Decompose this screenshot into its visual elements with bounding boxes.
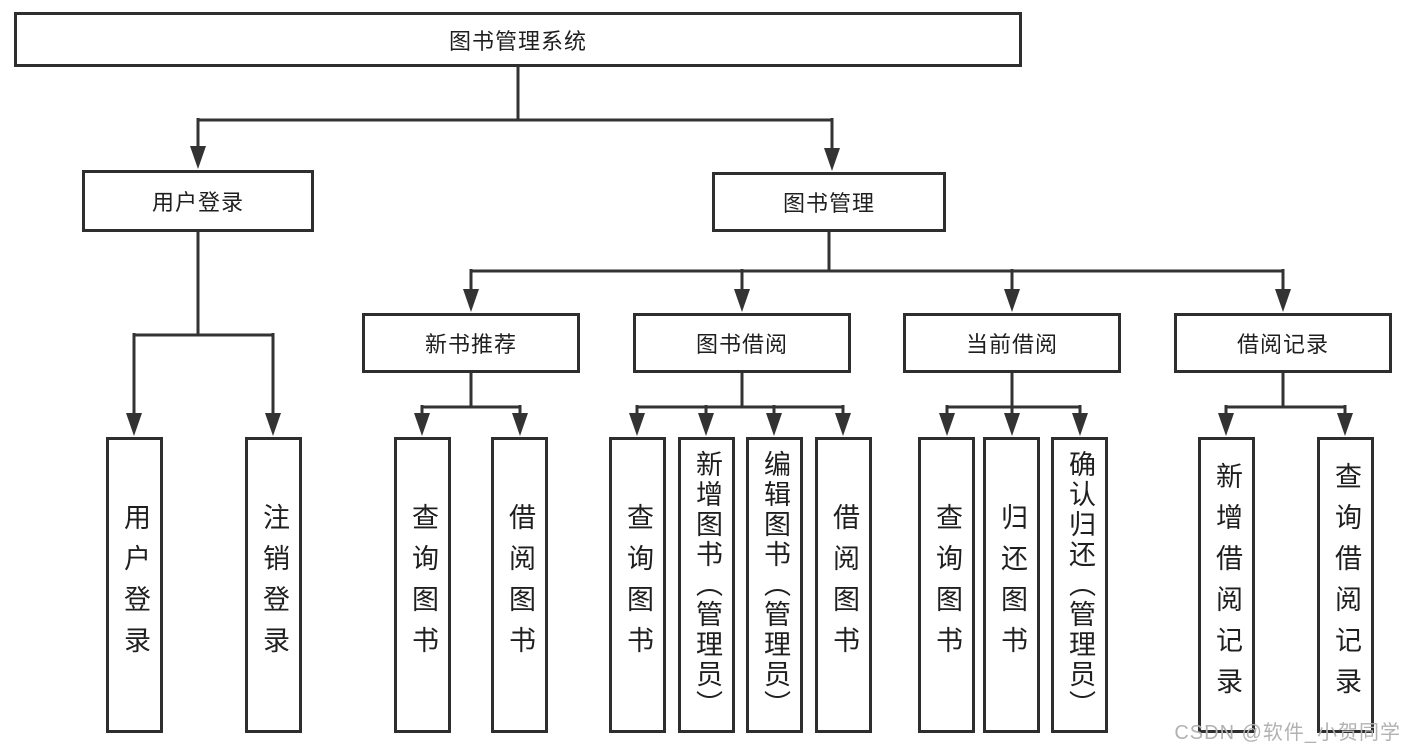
node-book-management: 图书管理 — [712, 172, 946, 232]
leaf-record-query: 查询借阅记录 — [1317, 437, 1374, 733]
leaf-record-add-label: 新增借阅记录 — [1212, 462, 1242, 708]
leaf-rec-borrow-book-label: 借阅图书 — [505, 503, 535, 667]
node-book-borrow: 图书借阅 — [633, 313, 851, 373]
node-new-book-rec-label: 新书推荐 — [424, 332, 517, 357]
node-user-login-label: 用户登录 — [151, 190, 244, 215]
leaf-rec-query-book-label: 查询图书 — [408, 503, 438, 667]
leaf-cur-query-book-label: 查询图书 — [932, 503, 962, 667]
node-current-borrow-label: 当前借阅 — [965, 332, 1058, 357]
leaf-record-add: 新增借阅记录 — [1198, 437, 1255, 733]
leaf-cur-return-book: 归还图书 — [983, 437, 1040, 733]
leaf-user-login: 用户登录 — [106, 437, 163, 733]
node-user-login: 用户登录 — [82, 170, 314, 232]
leaf-cur-confirm-return-label: 确认归还（管理员） — [1065, 450, 1095, 720]
leaf-borrow-query-book: 查询图书 — [609, 437, 666, 733]
leaf-rec-query-book: 查询图书 — [394, 437, 451, 733]
leaf-user-login-label: 用户登录 — [120, 503, 150, 667]
leaf-borrow-borrow-book: 借阅图书 — [815, 437, 872, 733]
leaf-borrow-borrow-book-label: 借阅图书 — [829, 503, 859, 667]
node-book-borrow-label: 图书借阅 — [695, 332, 788, 357]
leaf-cur-query-book: 查询图书 — [918, 437, 975, 733]
leaf-borrow-add-book: 新增图书（管理员） — [678, 437, 735, 733]
node-current-borrow: 当前借阅 — [903, 313, 1121, 373]
leaf-rec-borrow-book: 借阅图书 — [491, 437, 548, 733]
node-root: 图书管理系统 — [14, 12, 1022, 67]
node-borrow-record: 借阅记录 — [1174, 313, 1392, 373]
leaf-borrow-edit-book: 编辑图书（管理员） — [746, 437, 803, 733]
leaf-logout-label: 注销登录 — [259, 503, 289, 667]
node-root-label: 图书管理系统 — [448, 28, 587, 54]
leaf-borrow-edit-book-label: 编辑图书（管理员） — [760, 450, 790, 720]
leaf-cur-return-book-label: 归还图书 — [997, 503, 1027, 667]
leaf-logout: 注销登录 — [245, 437, 302, 733]
watermark: CSDN @软件_小贺同学 — [1174, 722, 1401, 744]
leaf-borrow-query-book-label: 查询图书 — [623, 503, 653, 667]
node-book-management-label: 图书管理 — [782, 191, 875, 216]
leaf-cur-confirm-return: 确认归还（管理员） — [1051, 437, 1108, 733]
node-new-book-rec: 新书推荐 — [362, 313, 580, 373]
leaf-borrow-add-book-label: 新增图书（管理员） — [692, 450, 722, 720]
leaf-record-query-label: 查询借阅记录 — [1331, 462, 1361, 708]
node-borrow-record-label: 借阅记录 — [1236, 332, 1329, 357]
